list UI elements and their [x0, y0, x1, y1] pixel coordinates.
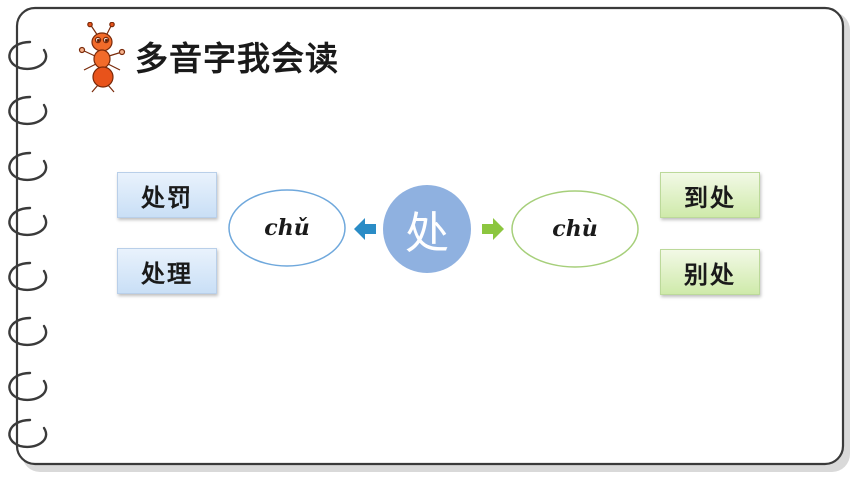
pinyin-left: chǔ: [264, 215, 310, 241]
ant-mascot-icon: [78, 22, 126, 93]
arrow-left-icon: [354, 218, 376, 240]
pinyin-ellipse-left: [228, 189, 346, 267]
arrow-right-icon: [482, 218, 504, 240]
word-box-right-1: 到处: [660, 172, 760, 218]
word-box-right-2: 别处: [660, 249, 760, 295]
center-circle: [383, 185, 471, 273]
pinyin-ellipse-right: [511, 190, 639, 268]
pinyin-right: chù: [552, 216, 598, 242]
word-box-left-2: 处理: [117, 248, 217, 294]
center-character: 处: [405, 208, 449, 259]
page-title: 多音字我会读: [135, 39, 339, 78]
word-box-left-1: 处罚: [117, 172, 217, 218]
